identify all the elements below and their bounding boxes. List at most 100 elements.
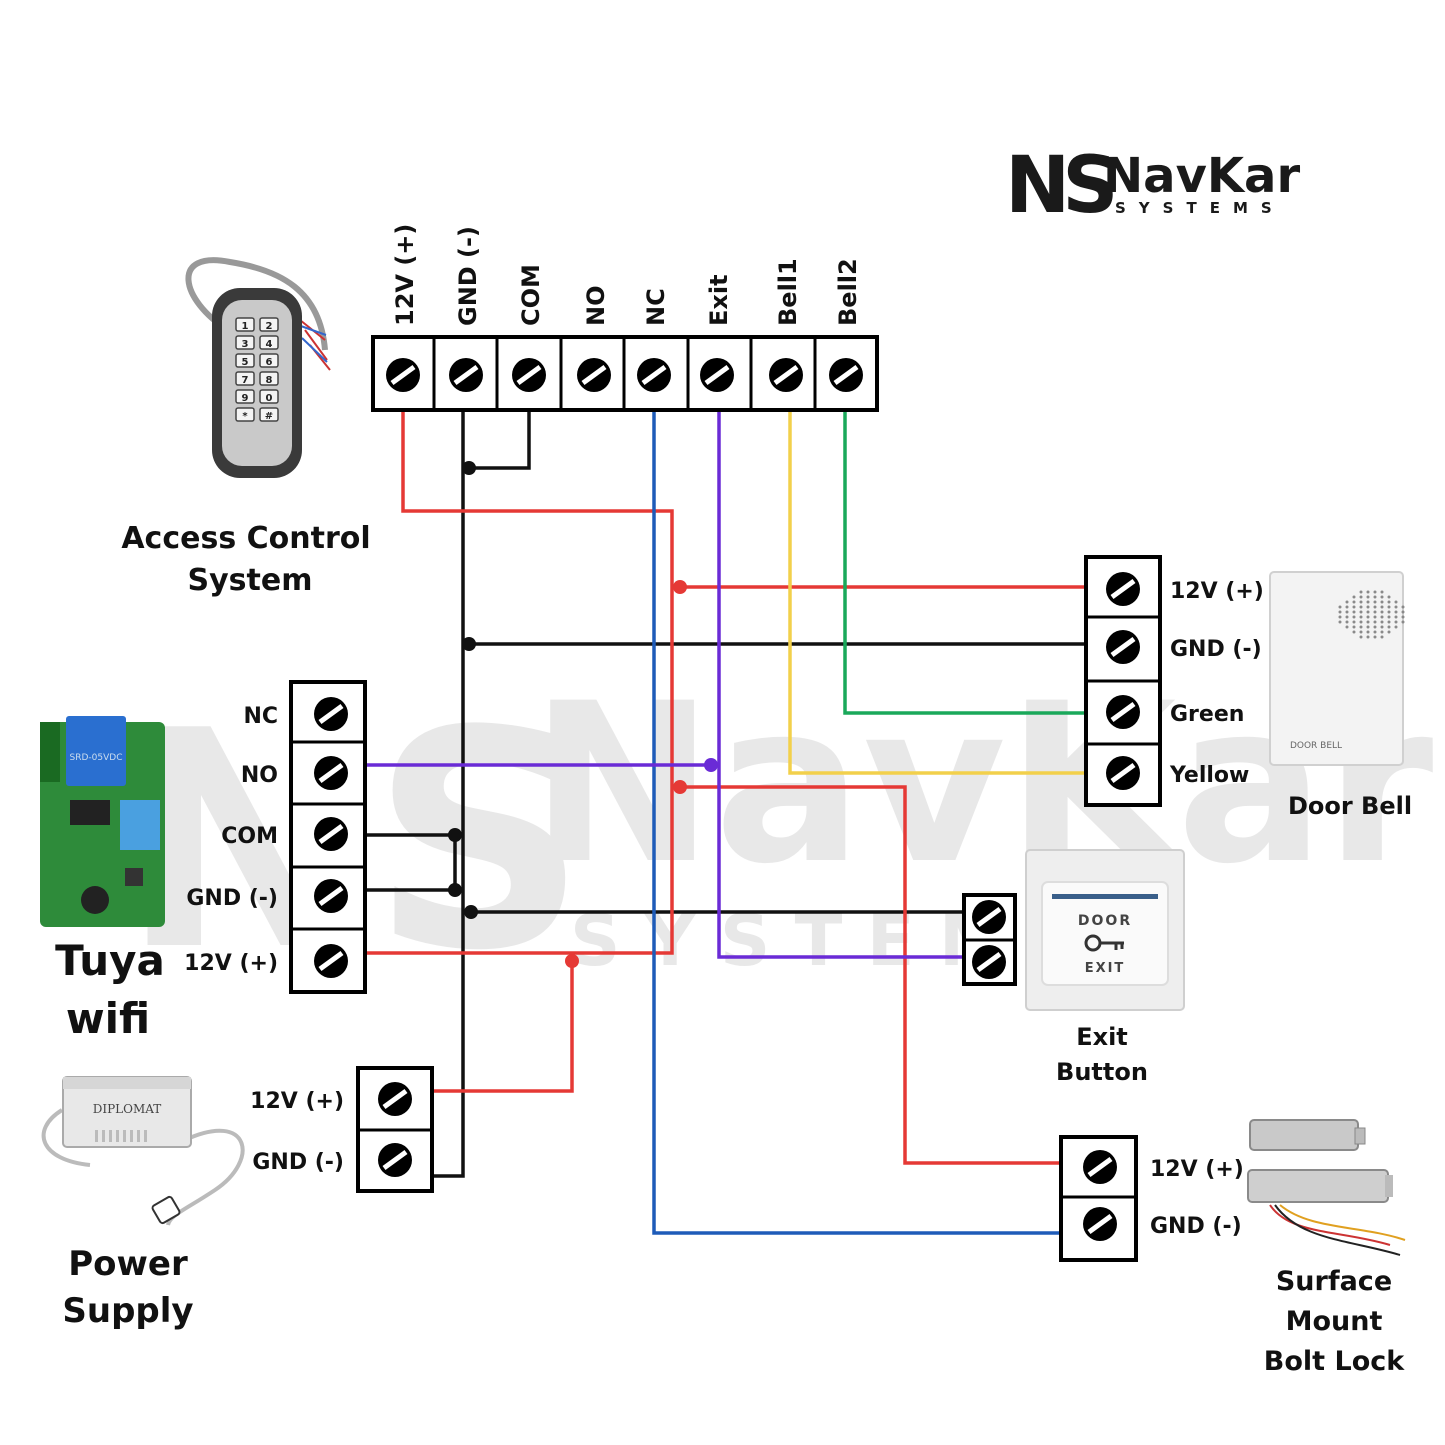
screw-terminal xyxy=(1083,1150,1117,1184)
controller-terminal-label: COM xyxy=(517,264,545,326)
lock-terminal-label: 12V (+) xyxy=(1150,1157,1244,1182)
screw-terminal xyxy=(769,358,803,392)
keypad-key: 3 xyxy=(242,339,249,350)
screw-terminal xyxy=(1106,630,1140,664)
keypad-key: 8 xyxy=(266,375,273,386)
keypad-key: 4 xyxy=(266,339,273,350)
exit-button-label-line1: Exit xyxy=(1076,1023,1128,1051)
wire-12v-main xyxy=(364,408,674,955)
wires xyxy=(364,408,1088,1235)
controller-terminal-label: Bell2 xyxy=(834,258,862,326)
screw-terminal xyxy=(449,358,483,392)
bolt-lock-device: Surface Mount Bolt Lock xyxy=(1247,1119,1406,1377)
brand-tagline: SYSTEMS xyxy=(1115,199,1285,217)
tuya-label-line1: Tuya xyxy=(55,936,165,985)
controller-terminal-block: 12V (+) GND (-) COM NO NC Exit Bell1 Bell2 xyxy=(371,224,879,412)
svg-text:SRD-05VDC: SRD-05VDC xyxy=(70,753,123,763)
bell-terminal-label: Green xyxy=(1170,702,1244,727)
exit-button-device: DOOR EXIT Exit Button xyxy=(1025,849,1185,1086)
screw-terminal xyxy=(512,358,546,392)
wire-com-gnd xyxy=(463,408,531,470)
screw-terminal xyxy=(637,358,671,392)
wire-bell2 xyxy=(843,408,1088,715)
relay-terminal-label: NC xyxy=(243,704,278,729)
keypad-key: 5 xyxy=(242,357,249,368)
wire-relay-com-gnd xyxy=(364,833,457,892)
exit-button-text-bottom: EXIT xyxy=(1085,961,1126,976)
controller-terminal-label: Bell1 xyxy=(774,258,802,326)
junction-dot xyxy=(462,637,476,651)
controller-terminal-label: NO xyxy=(582,286,610,327)
screw-terminal xyxy=(386,358,420,392)
keypad-key: # xyxy=(265,411,273,422)
exit-button-label-line2: Button xyxy=(1056,1058,1148,1086)
screw-terminal xyxy=(314,817,348,851)
controller-terminal-label: GND (-) xyxy=(454,226,482,326)
junction-dot xyxy=(448,883,462,897)
door-bell-label: Door Bell xyxy=(1288,792,1412,820)
psu-brand-text: DIPLOMAT xyxy=(93,1102,162,1116)
wire-gnd-main xyxy=(432,408,465,1178)
screw-terminal xyxy=(314,756,348,790)
bolt-lock-label-line2: Mount xyxy=(1286,1306,1383,1337)
bell-terminal-label: Yellow xyxy=(1169,763,1249,788)
brand-name: NavKar xyxy=(1103,148,1300,204)
bell-terminal-label: 12V (+) xyxy=(1170,579,1264,604)
access-control-label-line2: System xyxy=(188,563,313,598)
access-control-label-line1: Access Control xyxy=(121,521,370,556)
junction-dot xyxy=(464,905,478,919)
relay-terminal-label: NO xyxy=(241,763,278,788)
tuya-label-line2: wifi xyxy=(66,994,150,1043)
screw-terminal xyxy=(1083,1207,1117,1241)
screw-terminal xyxy=(378,1143,412,1177)
exit-button-terminal-block xyxy=(962,893,1017,986)
wire-nc-lock xyxy=(652,408,1062,1235)
brand-logo: NS NavKar SYSTEMS xyxy=(1005,141,1300,231)
keypad-key: 7 xyxy=(242,375,249,386)
screw-terminal xyxy=(1106,695,1140,729)
bolt-lock-label-line1: Surface xyxy=(1276,1266,1392,1297)
junction-dot xyxy=(448,828,462,842)
psu-terminal-block: 12V (+) GND (-) xyxy=(250,1066,434,1193)
door-bell-device: DOOR BELL Door Bell xyxy=(1269,571,1412,820)
lock-terminal-label: GND (-) xyxy=(1150,1214,1242,1239)
power-supply-device: DIPLOMAT Power Supply xyxy=(41,1076,245,1331)
bolt-lock-label-line3: Bolt Lock xyxy=(1264,1346,1405,1377)
power-supply-label-line1: Power xyxy=(68,1244,188,1284)
junction-dot xyxy=(673,580,687,594)
junction-dot xyxy=(704,758,718,772)
key-icon xyxy=(1084,934,1124,952)
wire-12v-lock xyxy=(680,785,1062,1165)
controller-terminal-label: 12V (+) xyxy=(391,224,419,326)
psu-terminal-label: 12V (+) xyxy=(250,1089,344,1114)
keypad-key: 9 xyxy=(242,393,249,404)
screw-terminal xyxy=(314,697,348,731)
keypad-key: 0 xyxy=(266,393,273,404)
exit-button-text-top: DOOR xyxy=(1078,913,1132,929)
controller-terminal-label: Exit xyxy=(705,274,733,326)
relay-terminal-label: COM xyxy=(221,824,278,849)
keypad-key: 6 xyxy=(266,357,273,368)
power-supply-label-line2: Supply xyxy=(62,1291,193,1331)
screw-terminal xyxy=(378,1082,412,1116)
psu-terminal-label: GND (-) xyxy=(252,1150,344,1175)
junction-dot xyxy=(462,461,476,475)
wire-exit-button xyxy=(717,408,965,959)
tuya-relay: SRD-05VDC Tuya wifi xyxy=(40,716,165,1043)
junction-dot xyxy=(673,780,687,794)
wire-psu-12v xyxy=(432,961,574,1093)
bell-terminal-label: GND (-) xyxy=(1170,637,1262,662)
screw-terminal xyxy=(314,944,348,978)
screw-terminal xyxy=(700,358,734,392)
brand-monogram: NS xyxy=(1005,141,1113,231)
screw-terminal xyxy=(829,358,863,392)
screw-terminal xyxy=(1106,756,1140,790)
junction-dot xyxy=(565,954,579,968)
screw-terminal xyxy=(314,879,348,913)
keypad-key: * xyxy=(242,411,248,422)
controller-terminal-label: NC xyxy=(642,288,670,326)
